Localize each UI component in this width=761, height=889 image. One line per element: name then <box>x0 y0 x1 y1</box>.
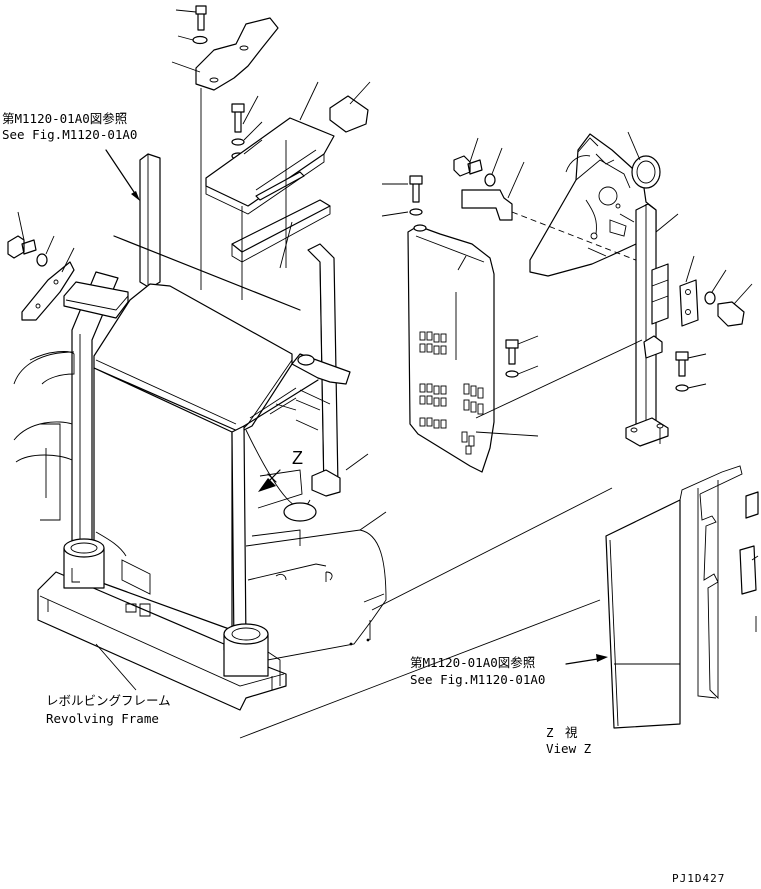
right-support-frame <box>475 131 679 447</box>
hinge-bracket <box>21 261 75 321</box>
left-hinge-group <box>7 211 75 321</box>
right-hinge-group <box>453 137 753 327</box>
washer <box>704 291 716 305</box>
view-marker: Z <box>292 448 303 468</box>
diagram-id: PJ1D427 <box>672 872 726 885</box>
reference-leader <box>105 149 139 199</box>
bolt <box>195 5 207 31</box>
floor-hole <box>283 502 317 522</box>
washer <box>409 208 423 216</box>
view-z-detail <box>565 465 759 729</box>
long-bar <box>231 199 331 253</box>
washer <box>36 253 48 267</box>
rubber-block <box>329 95 369 133</box>
middle-fasteners <box>381 175 707 392</box>
inner-stay <box>311 469 341 497</box>
bolt <box>505 339 519 365</box>
top-cover <box>93 283 293 433</box>
washer <box>505 370 519 378</box>
view-z-block <box>739 545 757 595</box>
reference-note-jp: 第M1120-01A0図参照 <box>2 111 128 126</box>
view-label-jp: Z 視 <box>546 725 580 740</box>
radiator-guard-assembly <box>13 153 613 739</box>
bolt <box>453 155 483 177</box>
bolt <box>409 175 423 203</box>
seal-ring <box>631 155 661 189</box>
bolt <box>231 103 245 133</box>
view-z-pad <box>745 491 759 519</box>
grommet <box>297 354 315 366</box>
reference-note-en-2: See Fig.M1120-01A0 <box>410 672 546 687</box>
upper-bracket-group <box>171 5 279 290</box>
washer <box>192 35 208 45</box>
hinge-bracket <box>461 189 513 221</box>
view-label-en: View Z <box>546 741 592 756</box>
front-post <box>231 425 247 653</box>
reference-note-jp-2: 第M1120-01A0図参照 <box>410 655 536 670</box>
grille-panel-group <box>407 224 539 473</box>
bolt <box>717 301 745 327</box>
louvre-slots <box>419 331 484 455</box>
support-post <box>139 153 161 289</box>
washer <box>231 138 245 146</box>
hinge-block <box>651 263 669 325</box>
bolt <box>7 235 37 259</box>
bolt <box>675 351 689 377</box>
upper-bracket <box>195 17 279 91</box>
view-z-panel <box>605 499 681 729</box>
frame-label-en: Revolving Frame <box>46 711 159 726</box>
upper-plate-group <box>205 81 371 300</box>
frame-label-jp: レボルビングフレーム <box>46 693 171 708</box>
corner-bracket <box>63 281 129 319</box>
rail <box>255 171 305 201</box>
washer <box>484 173 496 187</box>
hinge-plate <box>679 279 699 327</box>
washer <box>675 384 689 392</box>
grille-panel <box>407 225 495 473</box>
bracket-tab <box>643 335 663 359</box>
reference-note-en: See Fig.M1120-01A0 <box>2 127 138 142</box>
